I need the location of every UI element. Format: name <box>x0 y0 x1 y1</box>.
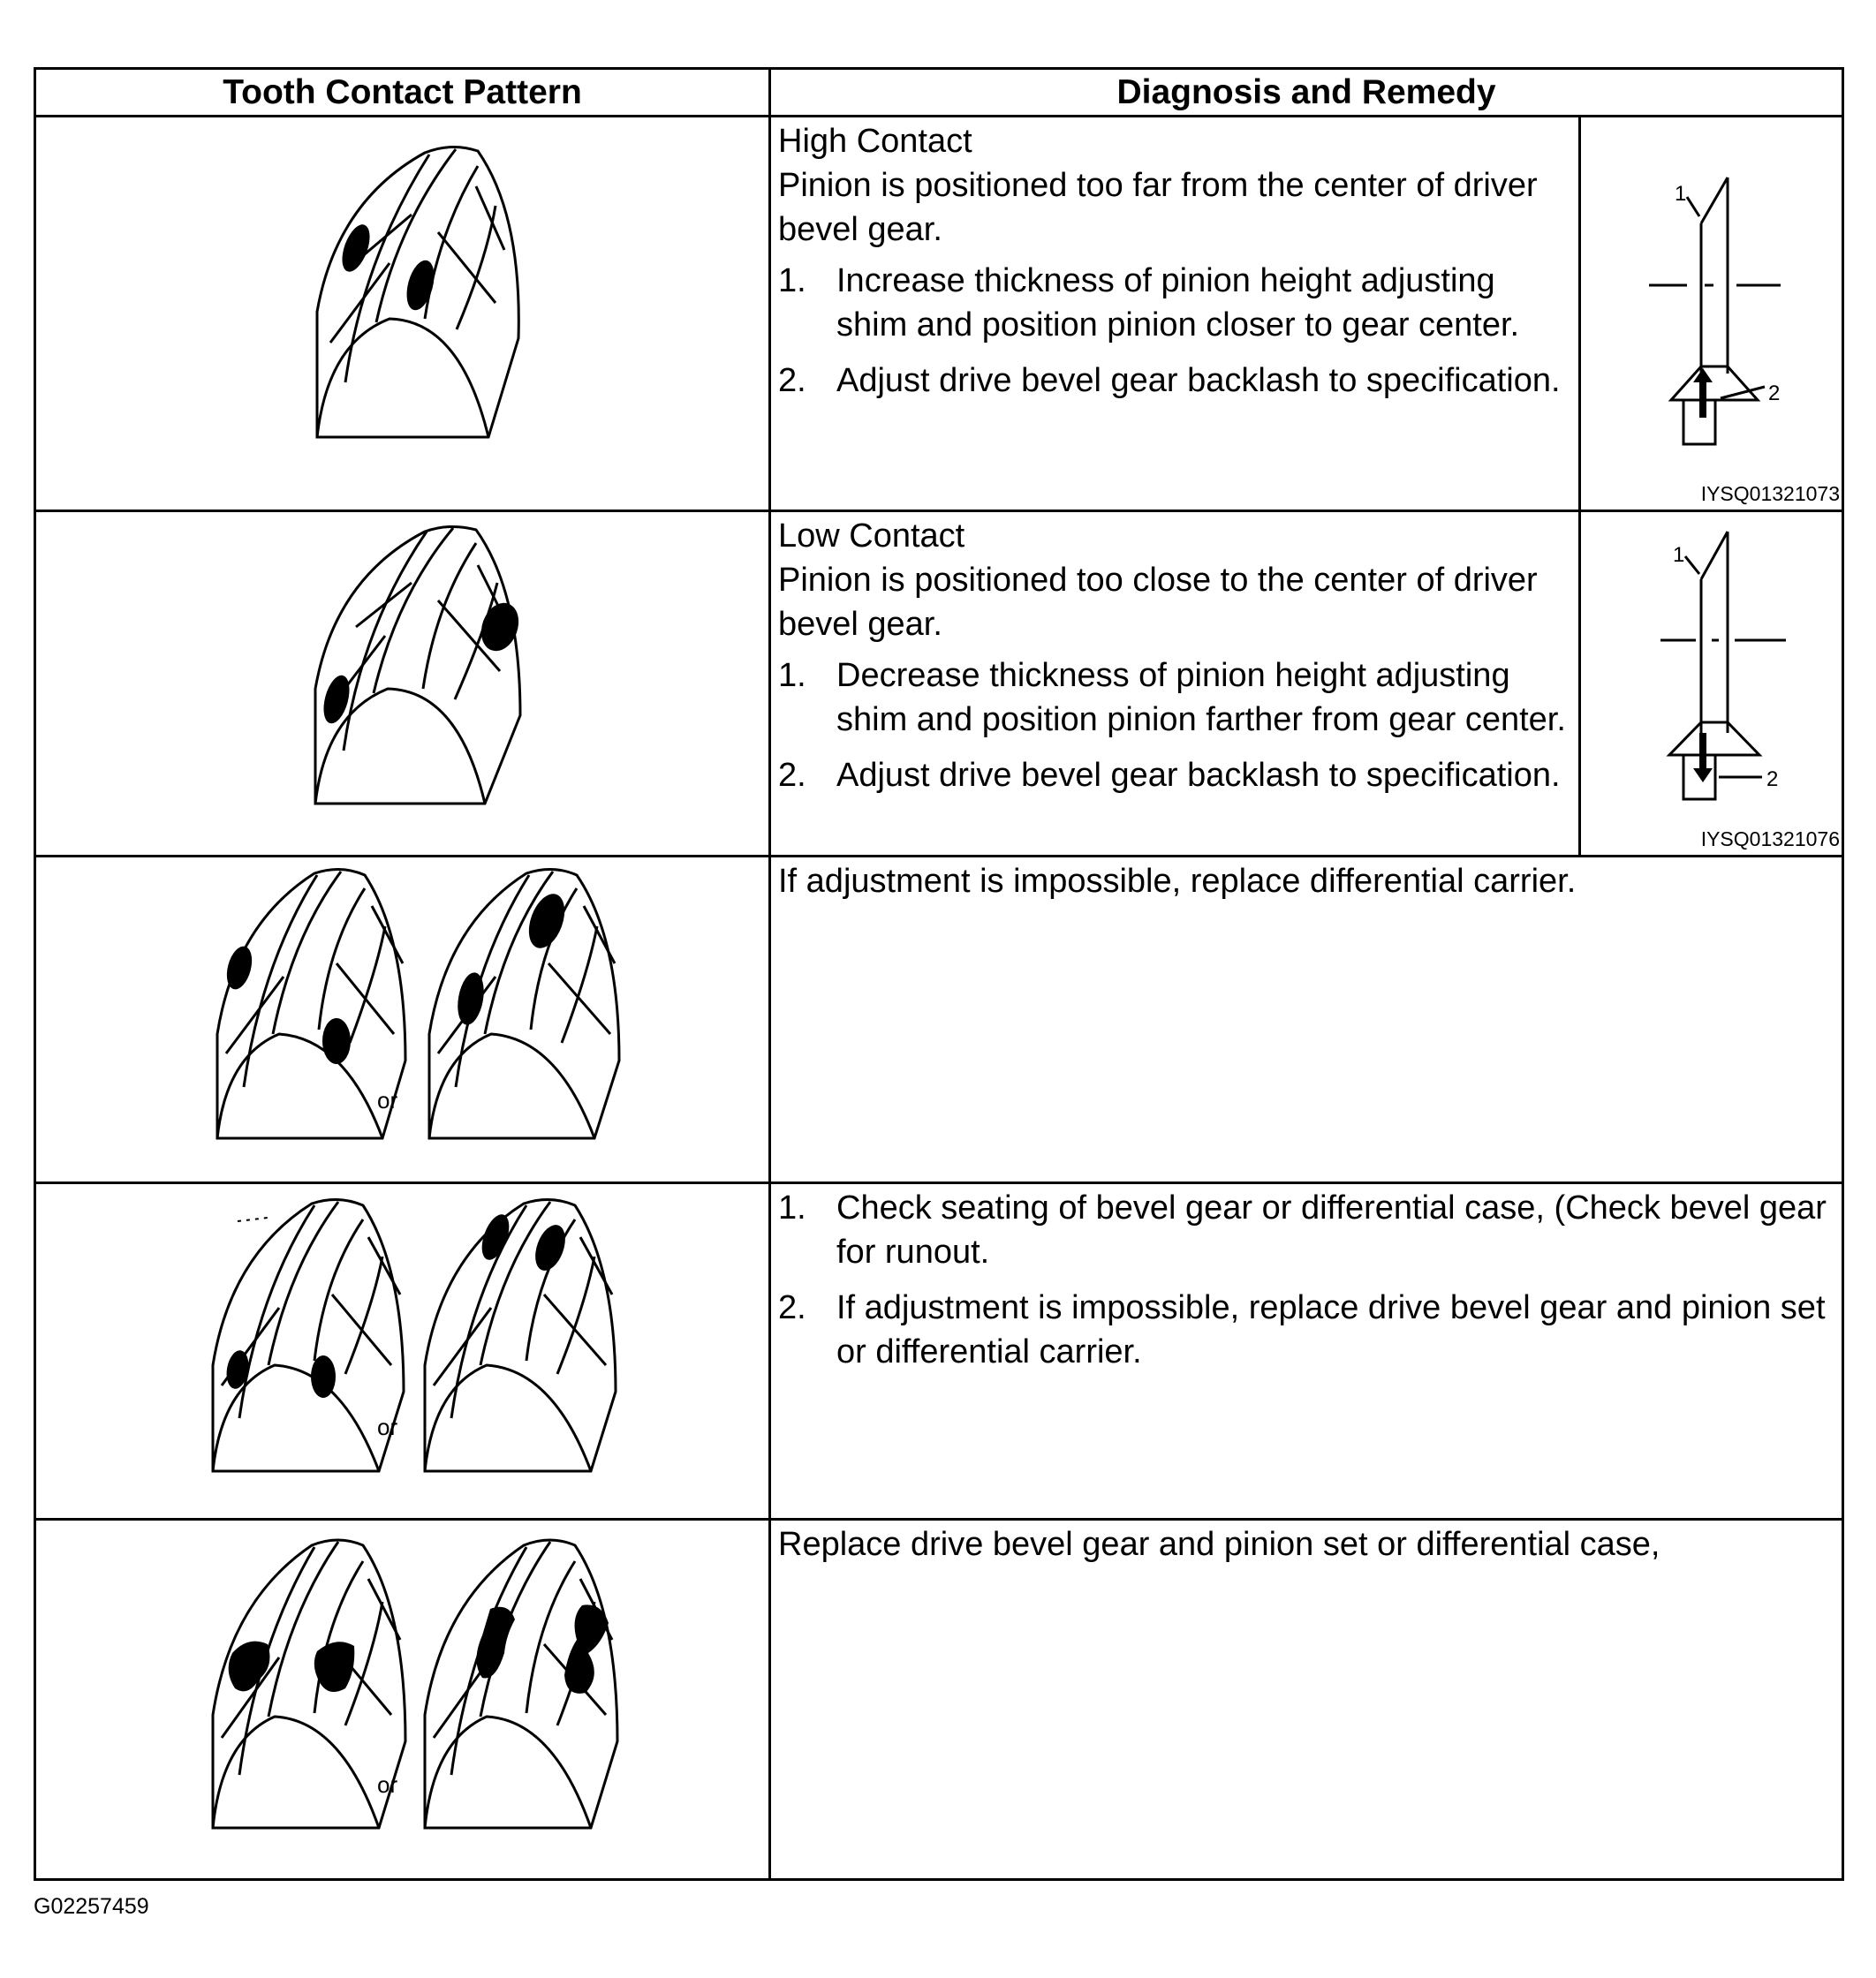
remedy-step: 1.Increase thickness of pinion height ad… <box>778 262 1520 344</box>
pattern-cell: or <box>34 1182 771 1521</box>
gear-tooth-high-contact-drawing <box>315 146 520 439</box>
pattern-cell <box>34 510 771 857</box>
figure-label-2: 2 <box>1768 381 1780 405</box>
pattern-cell: or <box>34 855 771 1184</box>
header-tooth-contact-pattern: Tooth Contact Pattern <box>34 67 771 117</box>
pinion-figure-low: 1 2 IYSQ01321076 <box>1581 512 1842 855</box>
remedy-step: 1.Decrease thickness of pinion height ad… <box>778 657 1566 738</box>
diagnosis-title: High Contact <box>778 123 972 160</box>
diagnosis-cell: 1.Check seating of bevel gear or differe… <box>768 1182 1844 1521</box>
diagnosis-title: Low Contact <box>778 517 965 555</box>
or-label: or <box>377 1087 398 1114</box>
pinion-shift-farther-drawing: 1 2 <box>1660 531 1786 801</box>
remedy-steps: 1.Decrease thickness of pinion height ad… <box>778 653 1571 797</box>
pattern-cell: or <box>34 1518 771 1881</box>
remedy-steps: 1.Increase thickness of pinion height ad… <box>778 259 1571 403</box>
gear-tooth-low-contact-drawing <box>314 525 522 805</box>
figure-label-1: 1 <box>1673 543 1684 567</box>
table-row-runout: or 1.Check seating of bevel gear or diff… <box>34 1182 1844 1521</box>
tooth-contact-table: Tooth Contact Pattern Diagnosis and Reme… <box>34 67 1844 1881</box>
diagnosis-description: If adjustment is impossible, replace dif… <box>778 863 1577 900</box>
figure-label-2: 2 <box>1766 767 1778 791</box>
table-row-low-contact: Low Contact Pinion is positioned too clo… <box>34 510 1844 857</box>
pattern-cell <box>34 115 771 512</box>
figure-code: IYSQ01321076 <box>1700 827 1840 850</box>
remedy-step: 2.Adjust drive bevel gear backlash to sp… <box>778 757 1561 794</box>
diagnosis-description: Pinion is positioned too far from the ce… <box>778 167 1538 248</box>
diagnosis-cell: Low Contact Pinion is positioned too clo… <box>768 510 1844 857</box>
diagnosis-description: Replace drive bevel gear and pinion set … <box>778 1526 1660 1563</box>
diagnosis-description: Pinion is positioned too close to the ce… <box>778 562 1538 643</box>
pinion-shift-closer-drawing: 1 2 <box>1649 177 1781 446</box>
table-row-replace: or Replace drive bevel gear and pinion s… <box>34 1518 1844 1881</box>
gear-tooth-pair-drawing <box>216 868 621 1140</box>
figure-label-1: 1 <box>1675 182 1686 206</box>
table-row-combined-contact: or If adjustment is impossible, replace … <box>34 855 1844 1184</box>
header-diagnosis-remedy: Diagnosis and Remedy <box>768 67 1844 117</box>
or-label: or <box>377 1771 398 1798</box>
or-label: or <box>377 1414 398 1440</box>
footer-document-code: G02257459 <box>34 1894 149 1919</box>
gear-tooth-pair-drawing <box>211 1198 617 1473</box>
diagnosis-cell: High Contact Pinion is positioned too fa… <box>768 115 1844 512</box>
pinion-figure-high: 1 2 IYSQ01321073 <box>1581 117 1842 510</box>
remedy-step: 1.Check seating of bevel gear or differe… <box>778 1189 1827 1271</box>
figure-code: IYSQ01321073 <box>1700 482 1840 505</box>
gear-tooth-pair-drawing <box>211 1538 619 1830</box>
remedy-step: 2.If adjustment is impossible, replace d… <box>778 1289 1826 1370</box>
diagnosis-cell: If adjustment is impossible, replace dif… <box>768 855 1844 1184</box>
remedy-steps: 1.Check seating of bevel gear or differe… <box>778 1186 1834 1374</box>
remedy-step: 2.Adjust drive bevel gear backlash to sp… <box>778 362 1561 399</box>
table-row-high-contact: High Contact Pinion is positioned too fa… <box>34 115 1844 512</box>
diagnosis-cell: Replace drive bevel gear and pinion set … <box>768 1518 1844 1881</box>
table-header-row: Tooth Contact Pattern Diagnosis and Reme… <box>34 67 1844 117</box>
